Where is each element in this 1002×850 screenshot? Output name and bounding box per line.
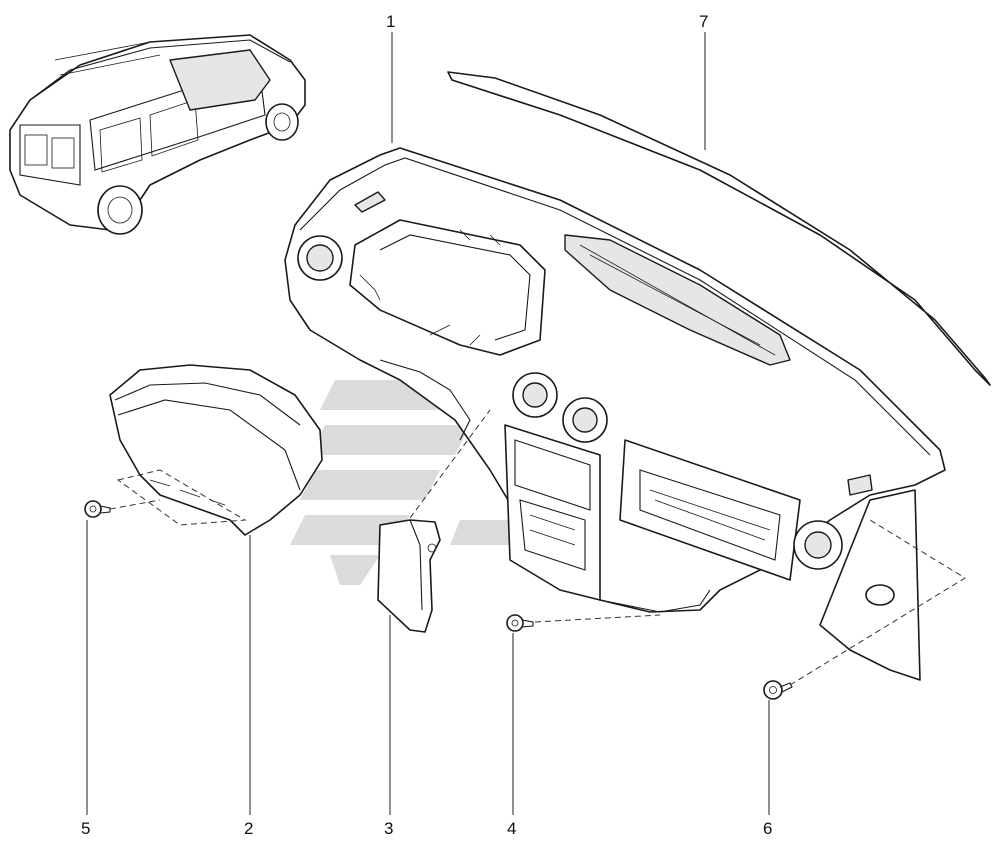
callout-2: 2 xyxy=(244,819,253,838)
callout-4: 4 xyxy=(507,819,516,838)
callout-6: 6 xyxy=(763,819,772,838)
steering-column-trim xyxy=(377,519,441,633)
callout-5: 5 xyxy=(81,819,90,838)
assembly-dashed-lines xyxy=(109,409,966,686)
instrument-cluster-hood xyxy=(109,364,323,536)
screw-part-6 xyxy=(763,680,793,700)
car-overview-illustration xyxy=(9,34,306,235)
callout-3: 3 xyxy=(384,819,393,838)
upper-trim-strip xyxy=(447,71,991,386)
dashboard-panel xyxy=(284,147,946,681)
callout-1: 1 xyxy=(386,12,395,31)
callout-labels: 1 7 5 2 3 4 6 xyxy=(81,12,772,838)
screw-part-5 xyxy=(84,500,111,518)
screw-part-4 xyxy=(506,614,534,632)
callout-7: 7 xyxy=(699,12,708,31)
leader-lines xyxy=(86,32,770,815)
